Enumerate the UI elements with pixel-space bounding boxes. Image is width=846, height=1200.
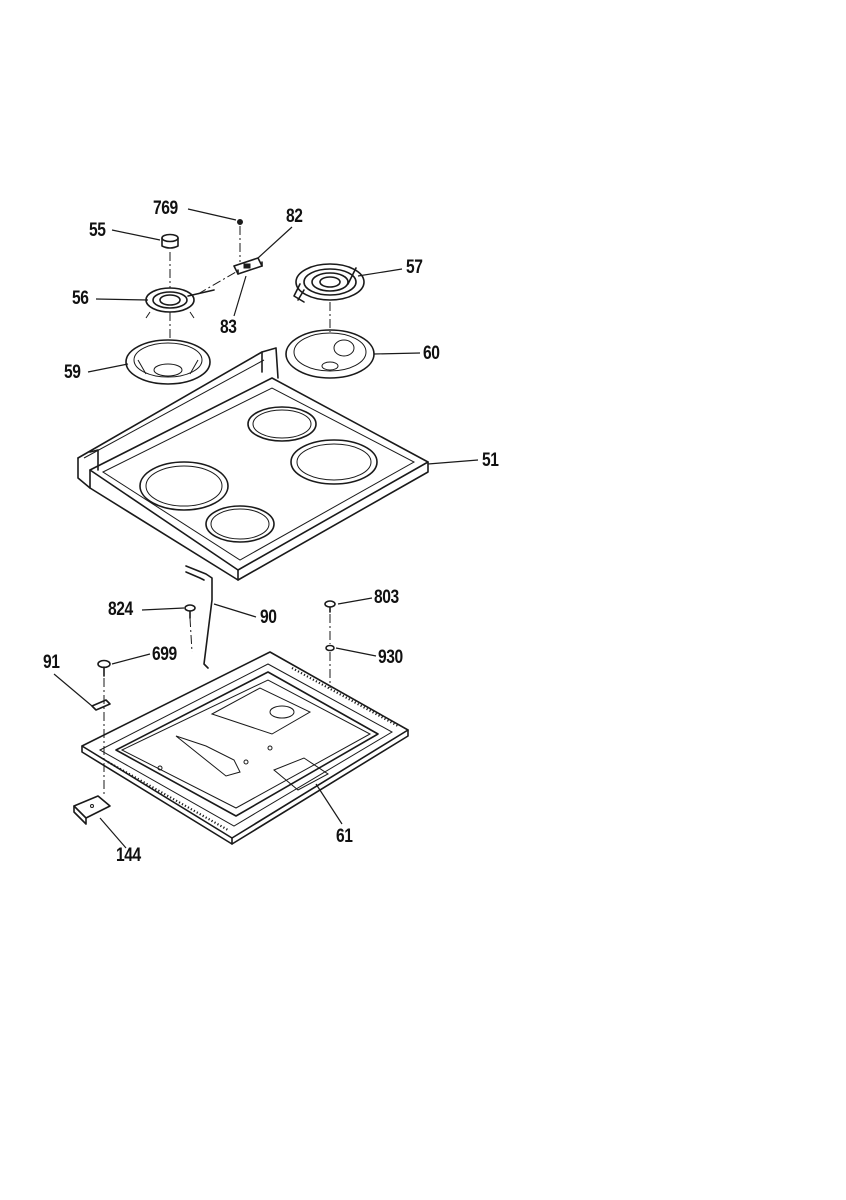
- drip-pan-part-60: [285, 329, 375, 379]
- cooktop-part-51: [77, 347, 429, 581]
- callout-144: 144: [116, 845, 141, 866]
- cooktop-burner-openings: [139, 406, 378, 543]
- callout-leader-lines: [53, 208, 479, 849]
- clip-part-91: [91, 699, 111, 711]
- screw-part-699: [97, 659, 111, 677]
- cap-part-55: [161, 233, 179, 249]
- callout-56: 56: [72, 288, 89, 309]
- bottom-panel-part-61: [81, 651, 409, 845]
- callout-930: 930: [378, 647, 403, 668]
- callout-769: 769: [153, 198, 178, 219]
- drip-pan-part-59: [125, 339, 211, 385]
- callout-60: 60: [423, 343, 440, 364]
- callout-90: 90: [260, 607, 277, 628]
- callout-824: 824: [108, 599, 133, 620]
- screw-part-769: [237, 219, 243, 225]
- surface-element-part-57: [293, 263, 365, 303]
- callout-803: 803: [374, 587, 399, 608]
- callout-91: 91: [43, 652, 60, 673]
- surface-element-part-56: [145, 287, 215, 319]
- callout-57: 57: [406, 257, 423, 278]
- assembly-axis-lines: [103, 226, 331, 796]
- callout-83: 83: [220, 317, 237, 338]
- callout-82: 82: [286, 206, 303, 227]
- callout-699: 699: [152, 644, 177, 665]
- screw-part-824: [184, 604, 196, 619]
- callout-59: 59: [64, 362, 81, 383]
- screw-part-803: [324, 600, 336, 613]
- callout-61: 61: [336, 826, 353, 847]
- bracket-part-90: [185, 565, 213, 669]
- callout-55: 55: [89, 220, 106, 241]
- receptacle-part-82: [233, 257, 263, 275]
- bracket-part-144: [73, 795, 111, 825]
- callout-51: 51: [482, 450, 499, 471]
- washer-part-930: [325, 644, 335, 652]
